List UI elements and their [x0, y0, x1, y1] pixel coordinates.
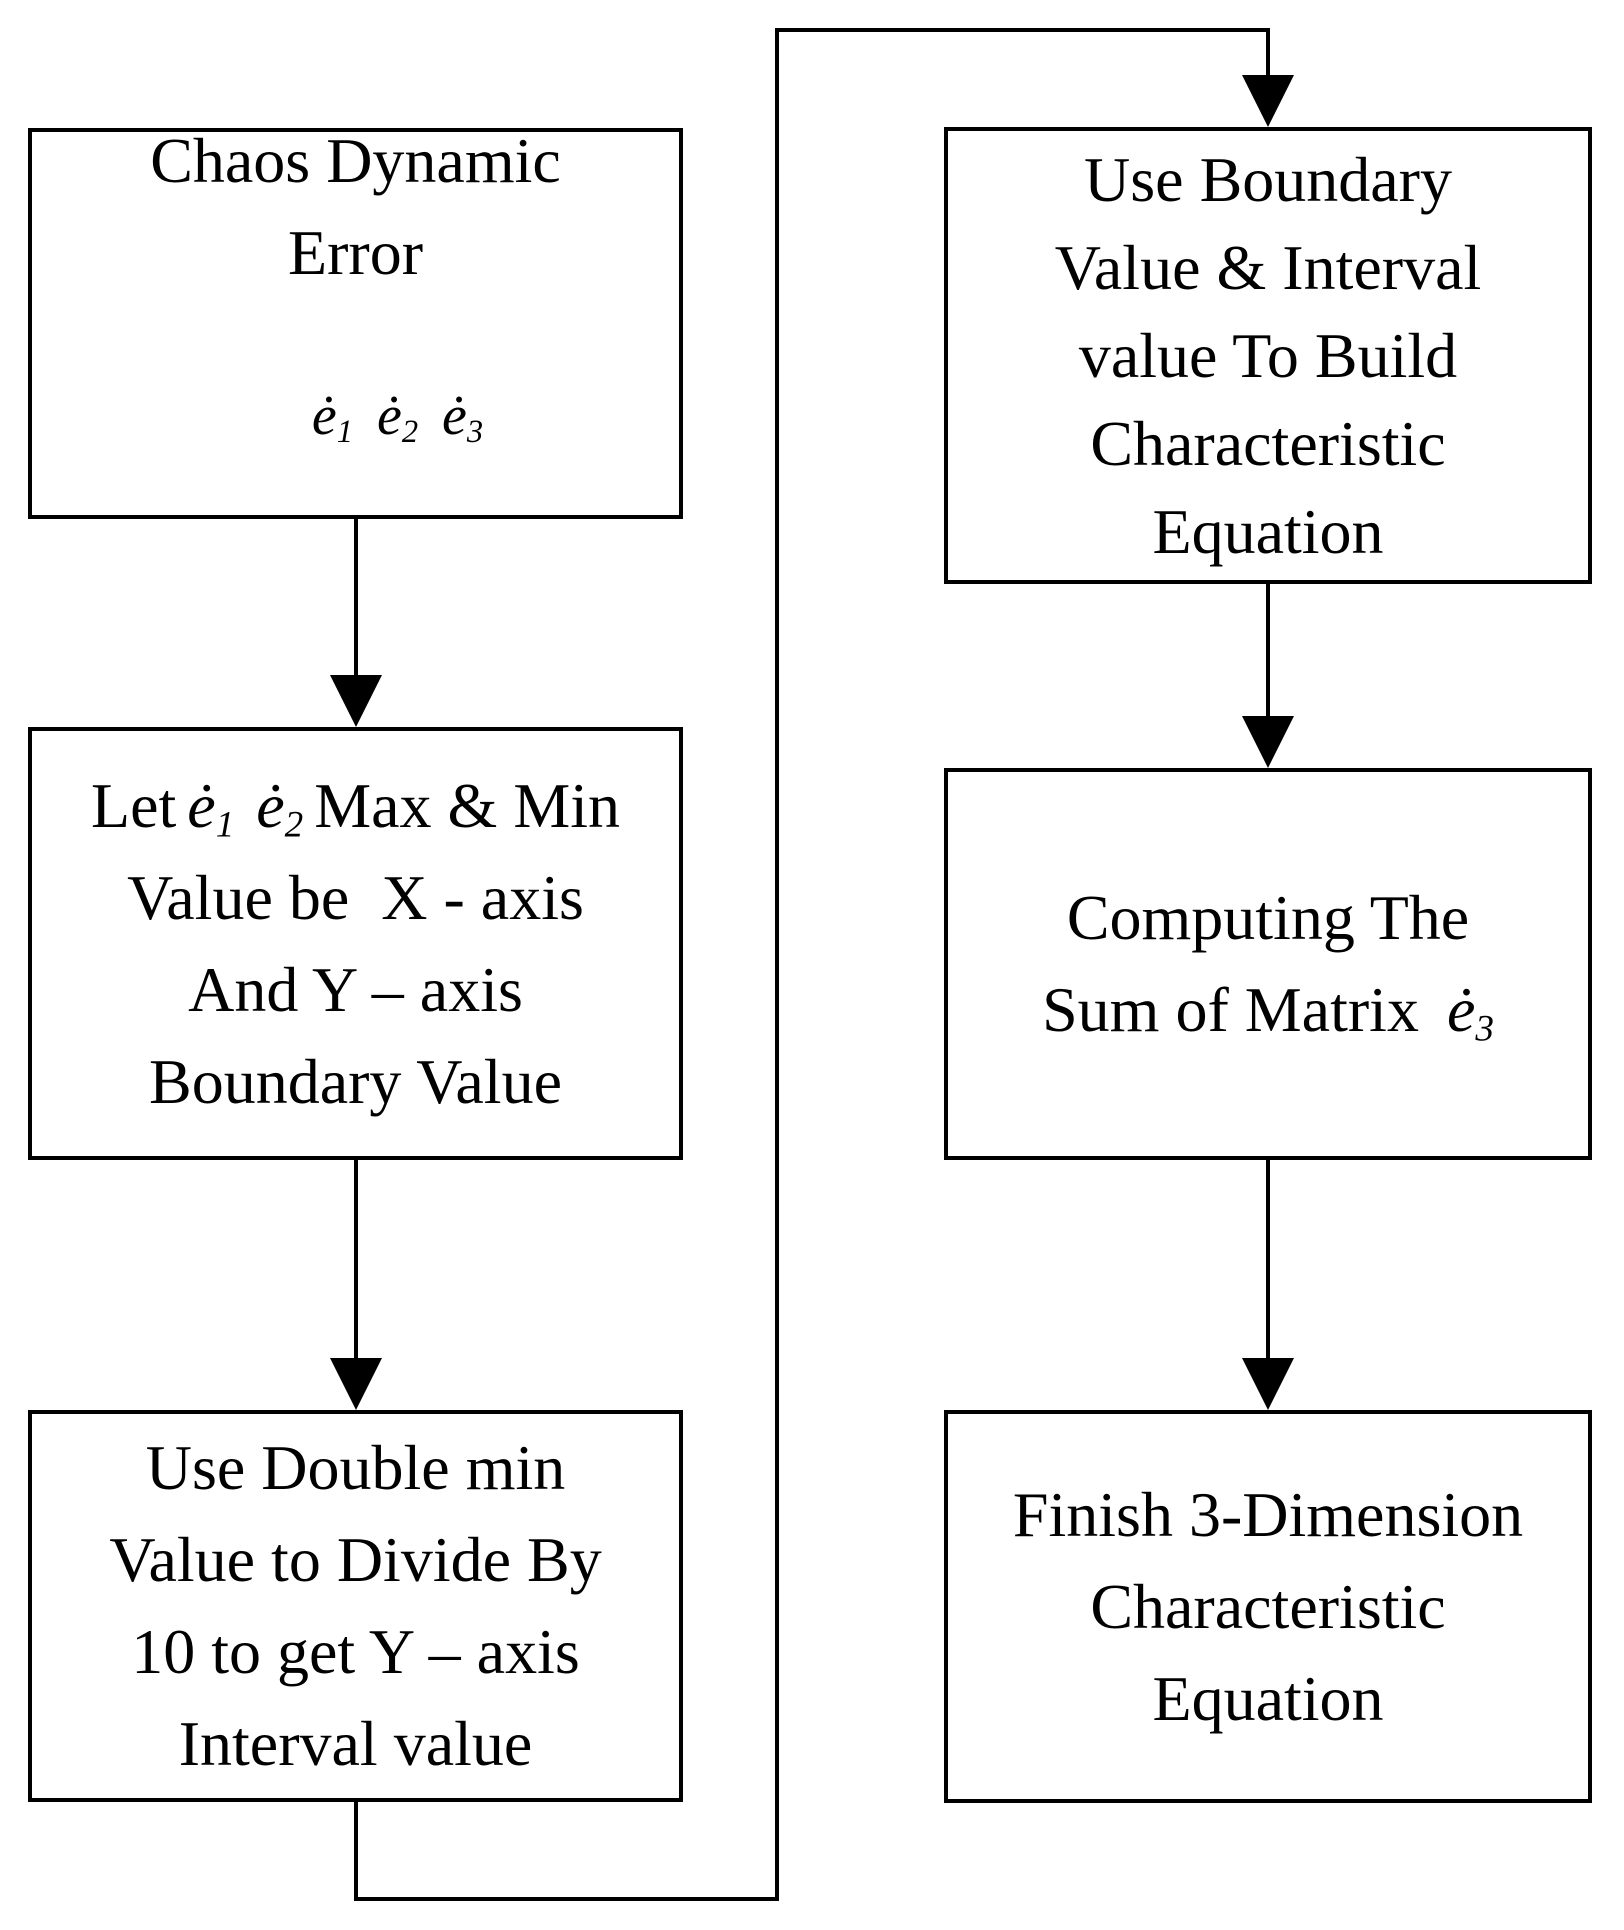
math-e1: ė1 [187, 769, 234, 843]
arrow-sum-to-finish [1242, 1160, 1294, 1410]
node-text-line: Value be X - axis [127, 861, 584, 933]
node-text-line: Value & Interval [1054, 231, 1482, 303]
arrow-chaos-to-boundary [330, 519, 382, 727]
math-e2-base: ė [376, 384, 402, 447]
node-text-line: Interval value [178, 1708, 533, 1779]
node-text-line: Equation [1152, 495, 1384, 567]
math-e3-base: ė [1446, 974, 1476, 1045]
node-text-line: Sum of Matrix ė3 [1042, 964, 1494, 1056]
node-computing-sum-of-matrix: Computing The Sum of Matrix ė3 [944, 768, 1592, 1160]
node-text-line: Finish 3-Dimension [1012, 1478, 1524, 1550]
math-e1: ė1 [311, 384, 353, 450]
math-e2: ė2 [376, 384, 419, 450]
math-e1-base: ė [311, 384, 337, 447]
node-text-line: Chaos Dynamic [150, 124, 561, 196]
math-e1-base: ė [187, 769, 216, 841]
node-text-line: Computing The [1066, 882, 1470, 953]
node-text-line: Use Double min [145, 1432, 566, 1503]
math-e2-sub: 2 [401, 413, 419, 450]
node-text-line: Use Boundary [1084, 143, 1452, 215]
node-build-characteristic-equation: Use Boundary Value & Interval value To B… [944, 127, 1592, 584]
node-text-line: And Y – axis [188, 953, 523, 1025]
math-e2: ė2 [256, 769, 303, 843]
math-e3-sub: 3 [1475, 1008, 1494, 1050]
arrow-characteristic-to-sum [1242, 584, 1294, 768]
line-prefix: Let [91, 769, 177, 841]
math-e3: ė3 [442, 384, 484, 450]
node-text-line: Equation [1152, 1662, 1384, 1734]
math-e2-base: ė [256, 769, 285, 841]
node-text-line: value To Build [1078, 319, 1458, 391]
math-e2-sub: 2 [284, 803, 304, 845]
node-text-line: 10 to get Y – axis [131, 1616, 580, 1687]
math-e1-sub: 1 [215, 803, 235, 845]
node-text-line: Characteristic [1090, 407, 1446, 479]
node-text-line: Characteristic [1090, 1570, 1446, 1642]
line-prefix: Sum of Matrix [1042, 974, 1419, 1045]
math-e3-base: ė [442, 384, 467, 447]
node-finish-3d-characteristic-equation: Finish 3-Dimension Characteristic Equati… [944, 1410, 1592, 1803]
math-e1-sub: 1 [336, 413, 353, 450]
math-e3-sub: 3 [466, 413, 484, 450]
arrow-boundary-to-interval [330, 1160, 382, 1410]
math-e3: ė3 [1446, 974, 1494, 1047]
node-text-line: Error [287, 216, 424, 288]
node-text-line: Value to Divide By [109, 1524, 602, 1595]
node-y-axis-interval-value: Use Double min Value to Divide By 10 to … [28, 1410, 683, 1802]
line-suffix: Max & Min [314, 769, 620, 841]
connector-interval-to-characteristic [354, 28, 1294, 1901]
node-text-line: Boundary Value [149, 1045, 562, 1117]
